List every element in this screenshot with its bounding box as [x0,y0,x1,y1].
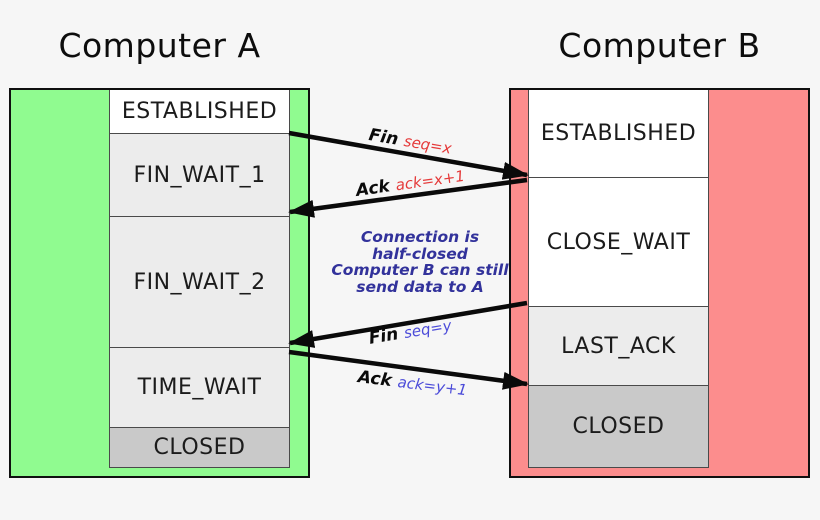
state-box-a-fin-wait-2: FIN_WAIT_2 [110,217,289,348]
ack-y1-value: ack=y+1 [396,372,468,400]
computer-b-title: Computer B [558,26,761,65]
seq-x-value: seq=x [402,131,453,158]
state-box-a-closed: CLOSED [110,428,289,468]
fin-label: Fin [367,324,400,349]
note-line: send data to A [356,277,484,296]
note-line: Computer B can still [331,261,509,279]
state-box-b-last-ack: LAST_ACK [529,307,708,386]
state-box-b-closed: CLOSED [529,386,708,468]
note-line: Connection is [360,228,480,246]
seq-y-value: seq=y [402,316,453,343]
computer-a-state-column: ESTABLISHED FIN_WAIT_1 FIN_WAIT_2 TIME_W… [109,90,290,468]
ack-x1-value: ack=x+1 [394,166,466,195]
note-line: half-closed [372,244,468,263]
fin-label: Fin [367,125,400,150]
state-box-a-established: ESTABLISHED [110,90,289,134]
state-box-b-established: ESTABLISHED [529,90,708,178]
state-box-b-close-wait: CLOSE_WAIT [529,178,708,307]
state-box-a-time-wait: TIME_WAIT [110,348,289,428]
ack-label: Ack [354,176,392,201]
state-box-a-fin-wait-1: FIN_WAIT_1 [110,134,289,217]
ack-label: Ack [356,367,393,392]
computer-a-title: Computer A [58,26,261,65]
computer-b-state-column: ESTABLISHED CLOSE_WAIT LAST_ACK CLOSED [528,90,709,468]
half-closed-note: Connection is half-closed Computer B can… [310,229,530,295]
